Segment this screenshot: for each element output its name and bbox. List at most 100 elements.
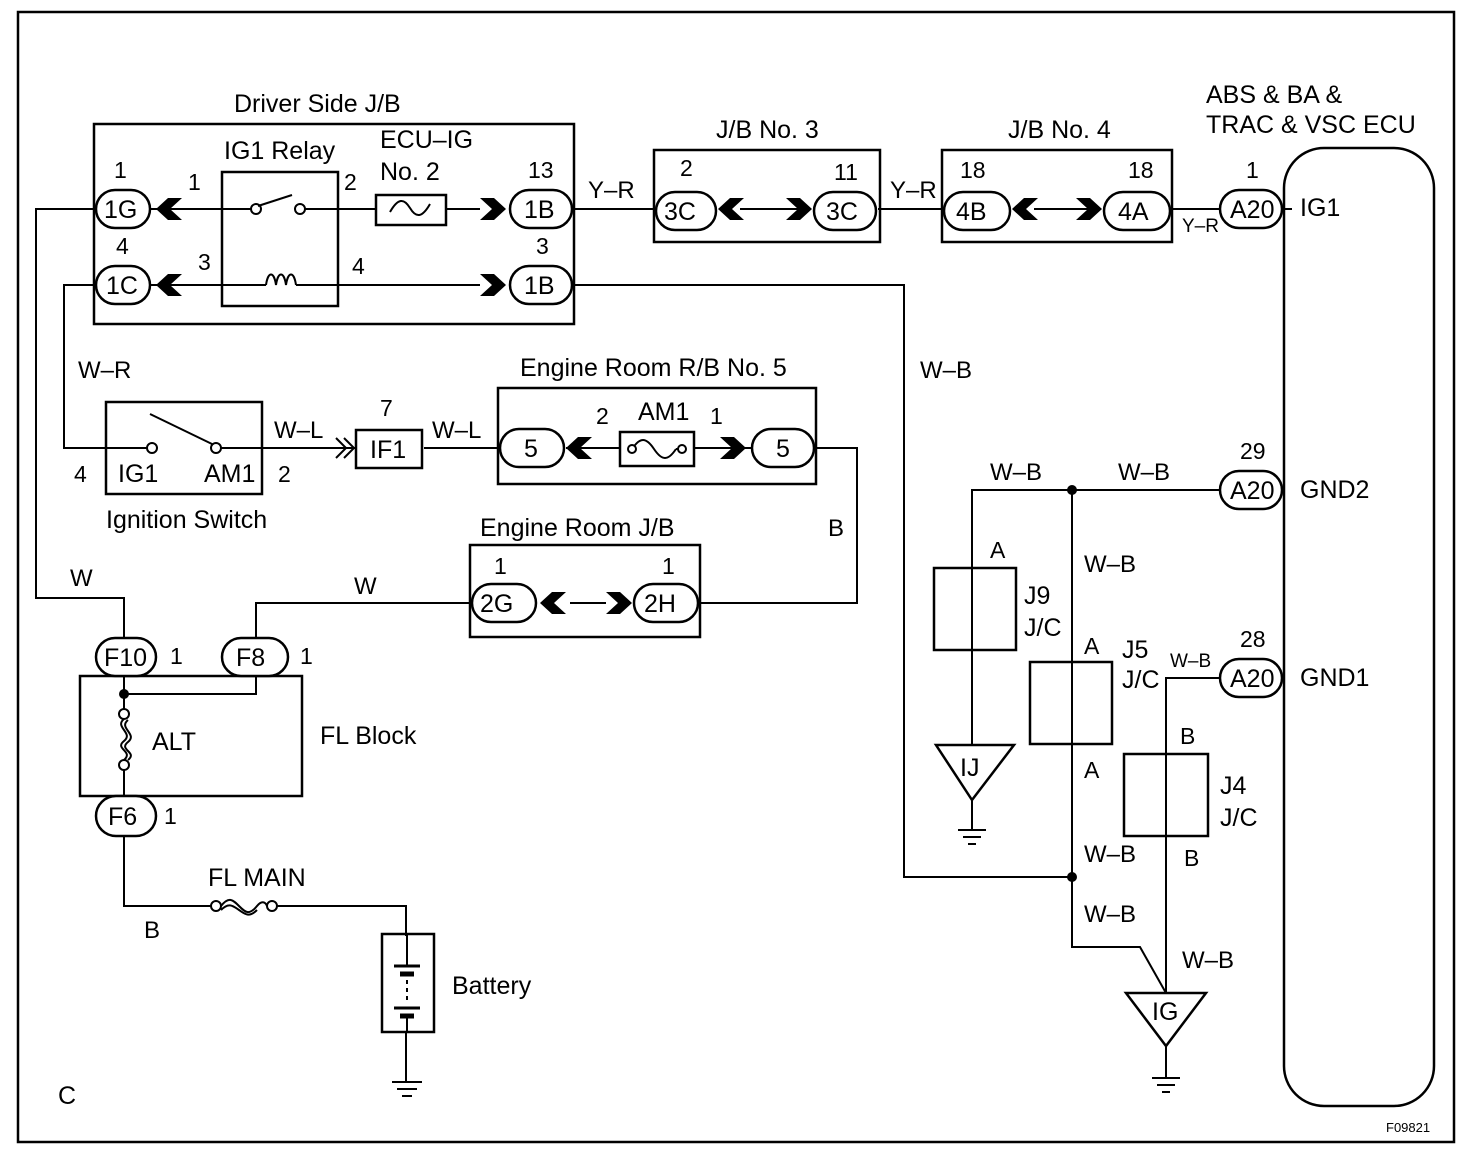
- connector-f8-label: F8: [236, 644, 265, 672]
- switch-terminal-ig1: IG1: [118, 460, 158, 488]
- pin-label: B: [1180, 723, 1195, 749]
- switch-terminal-am1: AM1: [204, 460, 255, 488]
- connector-a20-label: A20: [1230, 477, 1274, 505]
- battery-label: Battery: [452, 972, 532, 1000]
- connector-arrow-icon: [335, 437, 356, 459]
- ignition-switch: IG1 AM1 Ignition Switch: [104, 400, 267, 534]
- driver-side-jb: Driver Side J/B IG1 Relay ECU–IG No. 2 1…: [92, 90, 576, 326]
- connector-if1-label: IF1: [370, 436, 406, 464]
- connector-5-label: 5: [524, 435, 538, 463]
- connector-1g-label: 1G: [104, 196, 137, 224]
- pin-label: 4: [74, 461, 87, 487]
- j9-label-2: J/C: [1024, 614, 1062, 642]
- pin-label: 3: [536, 233, 549, 259]
- page-marker: C: [58, 1082, 76, 1110]
- junction-dot: [119, 689, 129, 699]
- junction-dot: [1067, 485, 1077, 495]
- relay-coil-icon: [265, 273, 297, 286]
- fusible-link-icon: [120, 718, 132, 761]
- ground-point-ij: IJ: [933, 743, 1017, 803]
- pin-label: A: [1084, 757, 1100, 783]
- engine-room-jb: Engine Room J/B 2G 1 2H 1: [468, 514, 702, 639]
- ig1-relay: [220, 170, 340, 308]
- fl-main-label: FL MAIN: [208, 864, 306, 892]
- pin-label: 4: [116, 233, 129, 259]
- wire-label: Y–R: [890, 177, 937, 204]
- connector-5-label: 5: [776, 435, 790, 463]
- ecu-terminal-ig1: IG1: [1300, 194, 1340, 222]
- connector-f6-label: F6: [108, 803, 137, 831]
- pin-label: A: [1084, 633, 1100, 659]
- pin-label: 1: [710, 403, 723, 429]
- wire-label: B: [828, 515, 844, 542]
- fusible-link-icon: [220, 899, 268, 916]
- connector-if1: [354, 428, 424, 470]
- wire-label: Y–R: [588, 177, 635, 204]
- wire-label: W–B: [1084, 551, 1136, 578]
- driver-jb-label: Driver Side J/B: [234, 90, 401, 118]
- connector-4b-label: 4B: [956, 198, 987, 226]
- junction-dot: [1067, 872, 1077, 882]
- pin-label: 1: [114, 157, 127, 183]
- pin-label: 3: [198, 249, 211, 275]
- wire-label: W–B: [990, 459, 1042, 486]
- fuse-icon: [389, 200, 431, 216]
- ecu-ig-label-2: No. 2: [380, 158, 440, 186]
- pin-label: 2: [344, 169, 357, 195]
- connector-1b-label: 1B: [524, 272, 555, 300]
- pin-label: 1: [494, 553, 507, 579]
- connector-a20-label: A20: [1230, 196, 1274, 224]
- fl-block: F10 1 F8 1 ALT F6 1: [78, 636, 313, 838]
- pin-label: 2: [596, 403, 609, 429]
- connector-3c-label: 3C: [826, 198, 858, 226]
- ecu-terminal-gnd1: GND1: [1300, 664, 1369, 692]
- wire-label: W: [70, 565, 93, 592]
- rb5-label: Engine Room R/B No. 5: [520, 354, 787, 382]
- pin-label: B: [1184, 845, 1199, 871]
- jb-no-3: J/B No. 3 3C 2 3C 11: [652, 116, 882, 244]
- pin-label: 29: [1240, 438, 1266, 464]
- ecu-label-1: ABS & BA &: [1206, 81, 1343, 109]
- jb-no-4: J/B No. 4 4B 18 4A 18: [940, 116, 1174, 244]
- j5-label-2: J/C: [1122, 666, 1160, 694]
- connector-1c: [94, 264, 152, 306]
- am1-fuse-label: AM1: [638, 398, 689, 426]
- wire-label: Y–R: [1182, 216, 1219, 237]
- pin-label: 18: [1128, 157, 1154, 183]
- diagram-frame: [16, 10, 1456, 1144]
- ground-icon: [392, 1081, 422, 1097]
- wire-label: W–B: [1084, 901, 1136, 928]
- pin-label: 1: [170, 643, 183, 669]
- connector-1b-label: 1B: [524, 196, 555, 224]
- pin-label: 2: [278, 461, 291, 487]
- pin-label: 1: [662, 553, 675, 579]
- ecu-label-2: TRAC & VSC ECU: [1206, 111, 1416, 139]
- junction-connector-j5: A A J5 J/C: [1028, 633, 1160, 783]
- junction-connector-j9: A J9 J/C: [932, 537, 1062, 652]
- wire-label: W–L: [432, 417, 481, 444]
- ground-icon: [1152, 1077, 1180, 1093]
- pin-label: 2: [680, 155, 693, 181]
- ground-ig-label: IG: [1152, 998, 1178, 1026]
- wire-label: B: [144, 917, 160, 944]
- fl-block-label: FL Block: [320, 722, 417, 750]
- ecu-ig-label: ECU–IG: [380, 126, 473, 154]
- wire-label: W: [354, 573, 377, 600]
- wire-label: W–L: [274, 417, 323, 444]
- connector-1c-label: 1C: [106, 272, 138, 300]
- wire-label: W–B: [1118, 459, 1170, 486]
- pin-label: 4: [352, 253, 365, 279]
- connector-2h-label: 2H: [644, 590, 676, 618]
- figure-code: F09821: [1386, 1120, 1430, 1135]
- pin-label: 1: [164, 803, 177, 829]
- connector-1b-top: [508, 188, 574, 230]
- pin-label: 11: [834, 159, 858, 185]
- pin-label: 1: [188, 169, 201, 195]
- pin-label: 13: [528, 157, 554, 183]
- alt-label: ALT: [152, 728, 196, 756]
- connector-a20-label: A20: [1230, 665, 1274, 693]
- wire-label: W–B: [1084, 841, 1136, 868]
- j4-label-2: J/C: [1220, 804, 1258, 832]
- connector-f10-label: F10: [104, 644, 147, 672]
